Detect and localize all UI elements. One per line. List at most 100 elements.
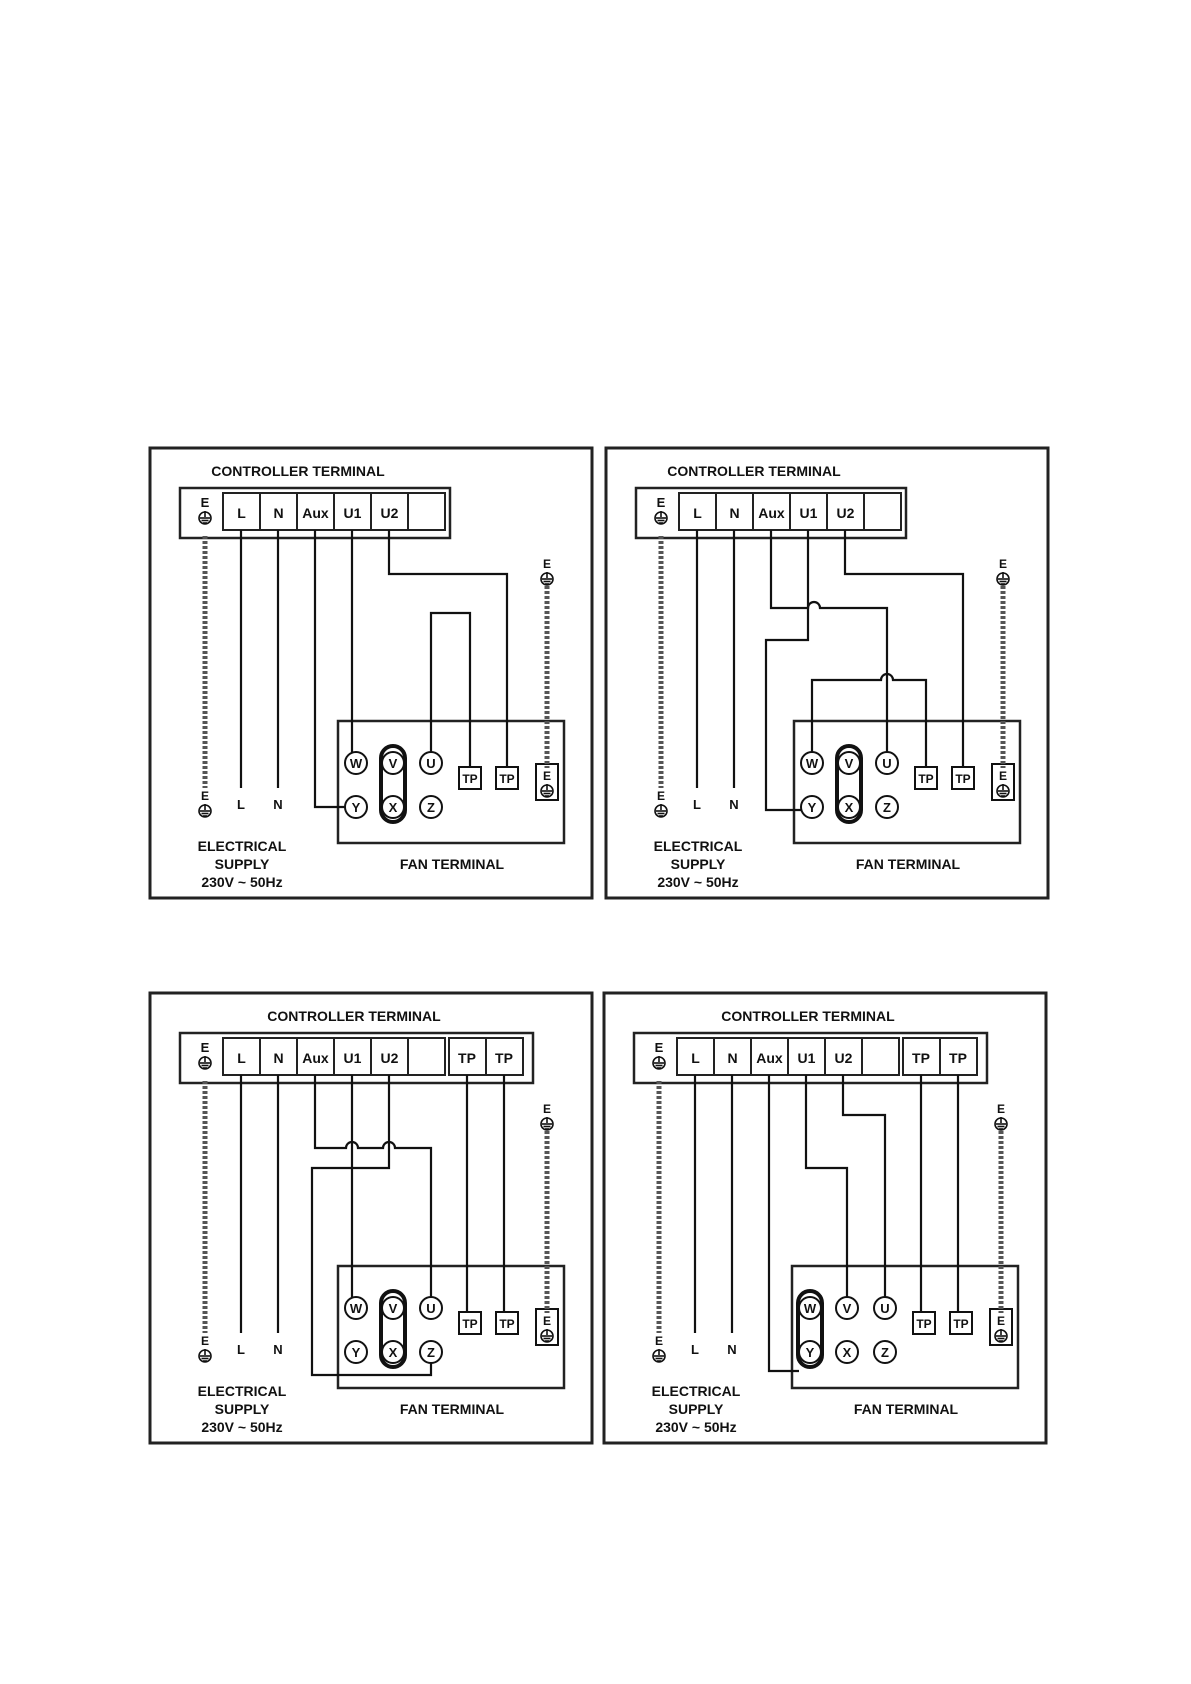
supply-earth-label: E — [655, 1334, 663, 1348]
fan-terminal-w-label: W — [804, 1301, 817, 1316]
fan-terminal-z-label: Z — [427, 1345, 435, 1360]
controller-terminal-aux: Aux — [302, 505, 329, 521]
supply-earth-label: E — [201, 1334, 209, 1348]
earth-icon — [996, 784, 1010, 798]
fan-terminal-x-label: X — [845, 800, 854, 815]
fan-terminal-label: FAN TERMINAL — [854, 1401, 959, 1417]
fan-tp-label: TP — [918, 772, 933, 786]
fan-terminal-label: FAN TERMINAL — [400, 1401, 505, 1417]
controller-terminal-box — [178, 1031, 535, 1085]
fan-terminal-w — [344, 751, 368, 775]
fan-terminal-x-label: X — [389, 800, 398, 815]
fan-terminal-u-label: U — [880, 1301, 889, 1316]
supply-voltage-text: 230V ~ 50Hz — [655, 1419, 736, 1435]
supply-text: SUPPLY — [671, 856, 726, 872]
fan-tp-box — [495, 1311, 519, 1335]
fan-terminal-y — [798, 1340, 822, 1364]
controller-terminal-u2: U2 — [835, 1050, 853, 1066]
supply-neutral-label: N — [729, 797, 738, 812]
supply-text: SUPPLY — [215, 1401, 270, 1417]
controller-terminal-n: N — [273, 1050, 283, 1066]
supply-text: SUPPLY — [669, 1401, 724, 1417]
supply-live-label: L — [237, 797, 245, 812]
panel-frame — [148, 446, 594, 900]
wy-link — [796, 1289, 824, 1369]
controller-terminal-u2: U2 — [381, 1050, 399, 1066]
fan-terminal-y — [800, 795, 824, 819]
controller-terminal-aux: Aux — [756, 1050, 783, 1066]
controller-terminal-aux: Aux — [758, 505, 785, 521]
fan-terminal-v-label: V — [389, 756, 398, 771]
supply-live-label: L — [237, 1342, 245, 1357]
aux-wire — [313, 530, 345, 809]
fan-terminal-v-label: V — [389, 1301, 398, 1316]
u1-wire — [764, 530, 810, 812]
controller-terminal-l: L — [237, 1050, 246, 1066]
fan-earth-label: E — [543, 769, 551, 783]
controller-terminal-u2: U2 — [381, 505, 399, 521]
fan-terminal-w-label: W — [350, 756, 363, 771]
fan-tp-label: TP — [953, 1317, 968, 1331]
earth-icon — [540, 1117, 554, 1131]
u2-wire — [310, 1075, 433, 1377]
earth-icon — [198, 511, 212, 525]
controller-terminal-tp: TP — [458, 1050, 476, 1066]
controller-terminal-tp: TP — [949, 1050, 967, 1066]
aux-wire — [767, 1075, 799, 1373]
fan-tp-box — [458, 1311, 482, 1335]
supply-live-label: L — [693, 797, 701, 812]
u2-wire — [843, 530, 965, 767]
controller-terminal-title: CONTROLLER TERMINAL — [667, 463, 841, 479]
u2-wire — [841, 1075, 887, 1297]
fan-terminal-z — [873, 1340, 897, 1364]
fan-terminal-z-label: Z — [881, 1345, 889, 1360]
controller-terminal-E: E — [201, 1040, 210, 1055]
fan-earth-marker-label: E — [543, 557, 551, 571]
fan-terminal-x — [381, 795, 405, 819]
fan-terminal-w — [798, 1296, 822, 1320]
fan-earth-label: E — [543, 1314, 551, 1328]
controller-terminal-E: E — [657, 495, 666, 510]
fan-terminal-x — [837, 795, 861, 819]
controller-terminal-title: CONTROLLER TERMINAL — [721, 1008, 895, 1024]
fan-terminal-z — [875, 795, 899, 819]
u1-wire — [804, 1075, 849, 1297]
supply-voltage-text: 230V ~ 50Hz — [201, 1419, 282, 1435]
vx-link — [379, 744, 407, 824]
supply-neutral-label: N — [273, 797, 282, 812]
u2-wire — [387, 530, 509, 767]
controller-terminal-l: L — [693, 505, 702, 521]
fan-terminal-x — [835, 1340, 859, 1364]
fan-terminal-w-label: W — [350, 1301, 363, 1316]
fan-terminal-x-label: X — [843, 1345, 852, 1360]
fan-terminal-y-label: Y — [352, 1345, 361, 1360]
earth-icon — [994, 1329, 1008, 1343]
fan-tp-label: TP — [462, 1317, 477, 1331]
fan-earth-marker-label: E — [999, 557, 1007, 571]
supply-text: SUPPLY — [215, 856, 270, 872]
fan-terminal-label: FAN TERMINAL — [400, 856, 505, 872]
fan-earth-marker-label: E — [997, 1102, 1005, 1116]
fan-terminal-y-label: Y — [806, 1345, 815, 1360]
panel-frame — [604, 446, 1050, 900]
controller-terminal-E: E — [201, 495, 210, 510]
fan-terminal-box — [792, 719, 1022, 845]
controller-terminal-u1: U1 — [800, 505, 818, 521]
earth-icon — [652, 1349, 666, 1363]
fan-terminal-x-label: X — [389, 1345, 398, 1360]
supply-text: ELECTRICAL — [652, 1383, 741, 1399]
supply-neutral-label: N — [273, 1342, 282, 1357]
supply-text: ELECTRICAL — [198, 838, 287, 854]
controller-terminal-u1: U1 — [344, 1050, 362, 1066]
fan-tp-box — [912, 1311, 936, 1335]
fan-terminal-z-label: Z — [427, 800, 435, 815]
